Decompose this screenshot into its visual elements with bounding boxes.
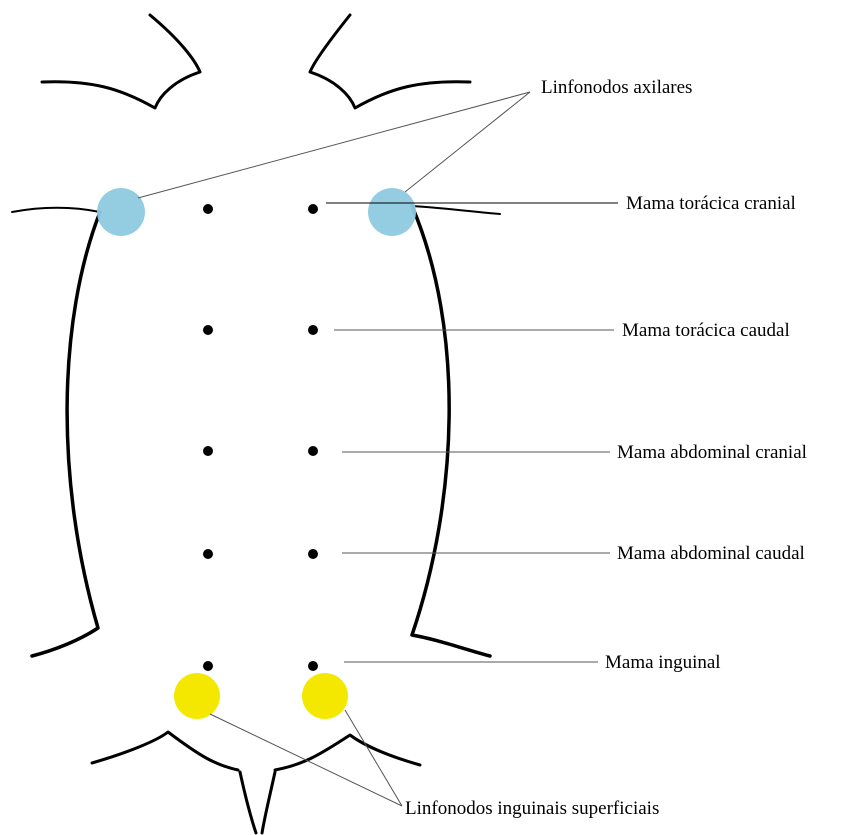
nipple-right-2: [308, 325, 318, 335]
left-hind-leg: [92, 732, 238, 770]
right-flank: [412, 206, 490, 656]
right-armpit: [412, 206, 500, 214]
nipple-right-1: [308, 204, 318, 214]
nipple-left-3: [203, 446, 213, 456]
label-axillary-nodes: Linfonodos axilares: [541, 77, 692, 98]
mammary-glands: [203, 204, 318, 671]
left-armpit: [12, 208, 100, 212]
label-caudal-abdominal: Mama abdominal caudal: [617, 543, 805, 564]
label-cranial-abdominal: Mama abdominal cranial: [617, 442, 807, 463]
nipple-right-4: [308, 549, 318, 559]
label-cranial-thoracic: Mama torácica cranial: [626, 193, 796, 214]
body-outline: [12, 15, 500, 833]
axillary-leader-right: [405, 92, 530, 192]
nipple-right-3: [308, 446, 318, 456]
left-flank: [32, 212, 100, 656]
label-caudal-thoracic: Mama torácica caudal: [622, 320, 790, 341]
left-axillary-node: [97, 188, 145, 236]
inguinal-nodes-leader-left: [210, 714, 402, 806]
right-axillary-node: [368, 188, 416, 236]
nipple-left-5: [203, 661, 213, 671]
right-hind-leg: [275, 735, 420, 770]
left-inguinal-node: [174, 673, 220, 719]
right-inguinal-node: [302, 673, 348, 719]
nipple-left-4: [203, 549, 213, 559]
nipple-right-5: [308, 661, 318, 671]
label-inguinal: Mama inguinal: [605, 652, 721, 673]
nipple-left-1: [203, 204, 213, 214]
axillary-leader-left: [138, 92, 530, 198]
tail: [240, 772, 275, 833]
label-inguinal-nodes: Linfonodos inguinais superficiais: [405, 798, 659, 819]
lymph-nodes: [97, 188, 416, 719]
right-front-leg: [310, 15, 470, 108]
labels: Linfonodos axilares Mama torácica crania…: [405, 77, 807, 819]
left-front-leg: [42, 15, 200, 108]
nipple-left-2: [203, 325, 213, 335]
